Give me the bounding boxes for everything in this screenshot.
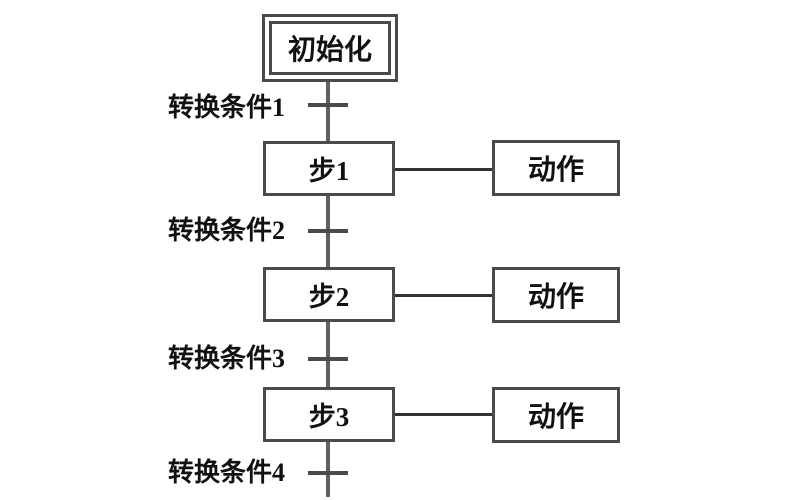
- step-box-3: 步3: [263, 387, 395, 442]
- transition-label-4: 转换条件4: [168, 458, 286, 487]
- connector-line-1: [395, 168, 492, 171]
- transition-label-3: 转换条件3: [168, 344, 286, 373]
- action-box-3: 动作: [492, 387, 620, 443]
- transition-tick-4: [308, 471, 348, 475]
- step-box-2: 步2: [263, 267, 395, 322]
- connector-line-2: [395, 294, 492, 297]
- action-box-2: 动作: [492, 267, 620, 323]
- step-box-1: 步1: [263, 141, 395, 196]
- transition-tick-2: [308, 229, 348, 233]
- action-box-1: 动作: [492, 140, 620, 196]
- transition-label-1: 转换条件1: [168, 93, 286, 122]
- transition-tick-3: [308, 357, 348, 361]
- init-step-box: 初始化: [262, 14, 398, 82]
- init-step-label: 初始化: [269, 21, 391, 75]
- transition-tick-1: [308, 103, 348, 107]
- connector-line-3: [395, 413, 492, 416]
- transition-label-2: 转换条件2: [168, 216, 286, 245]
